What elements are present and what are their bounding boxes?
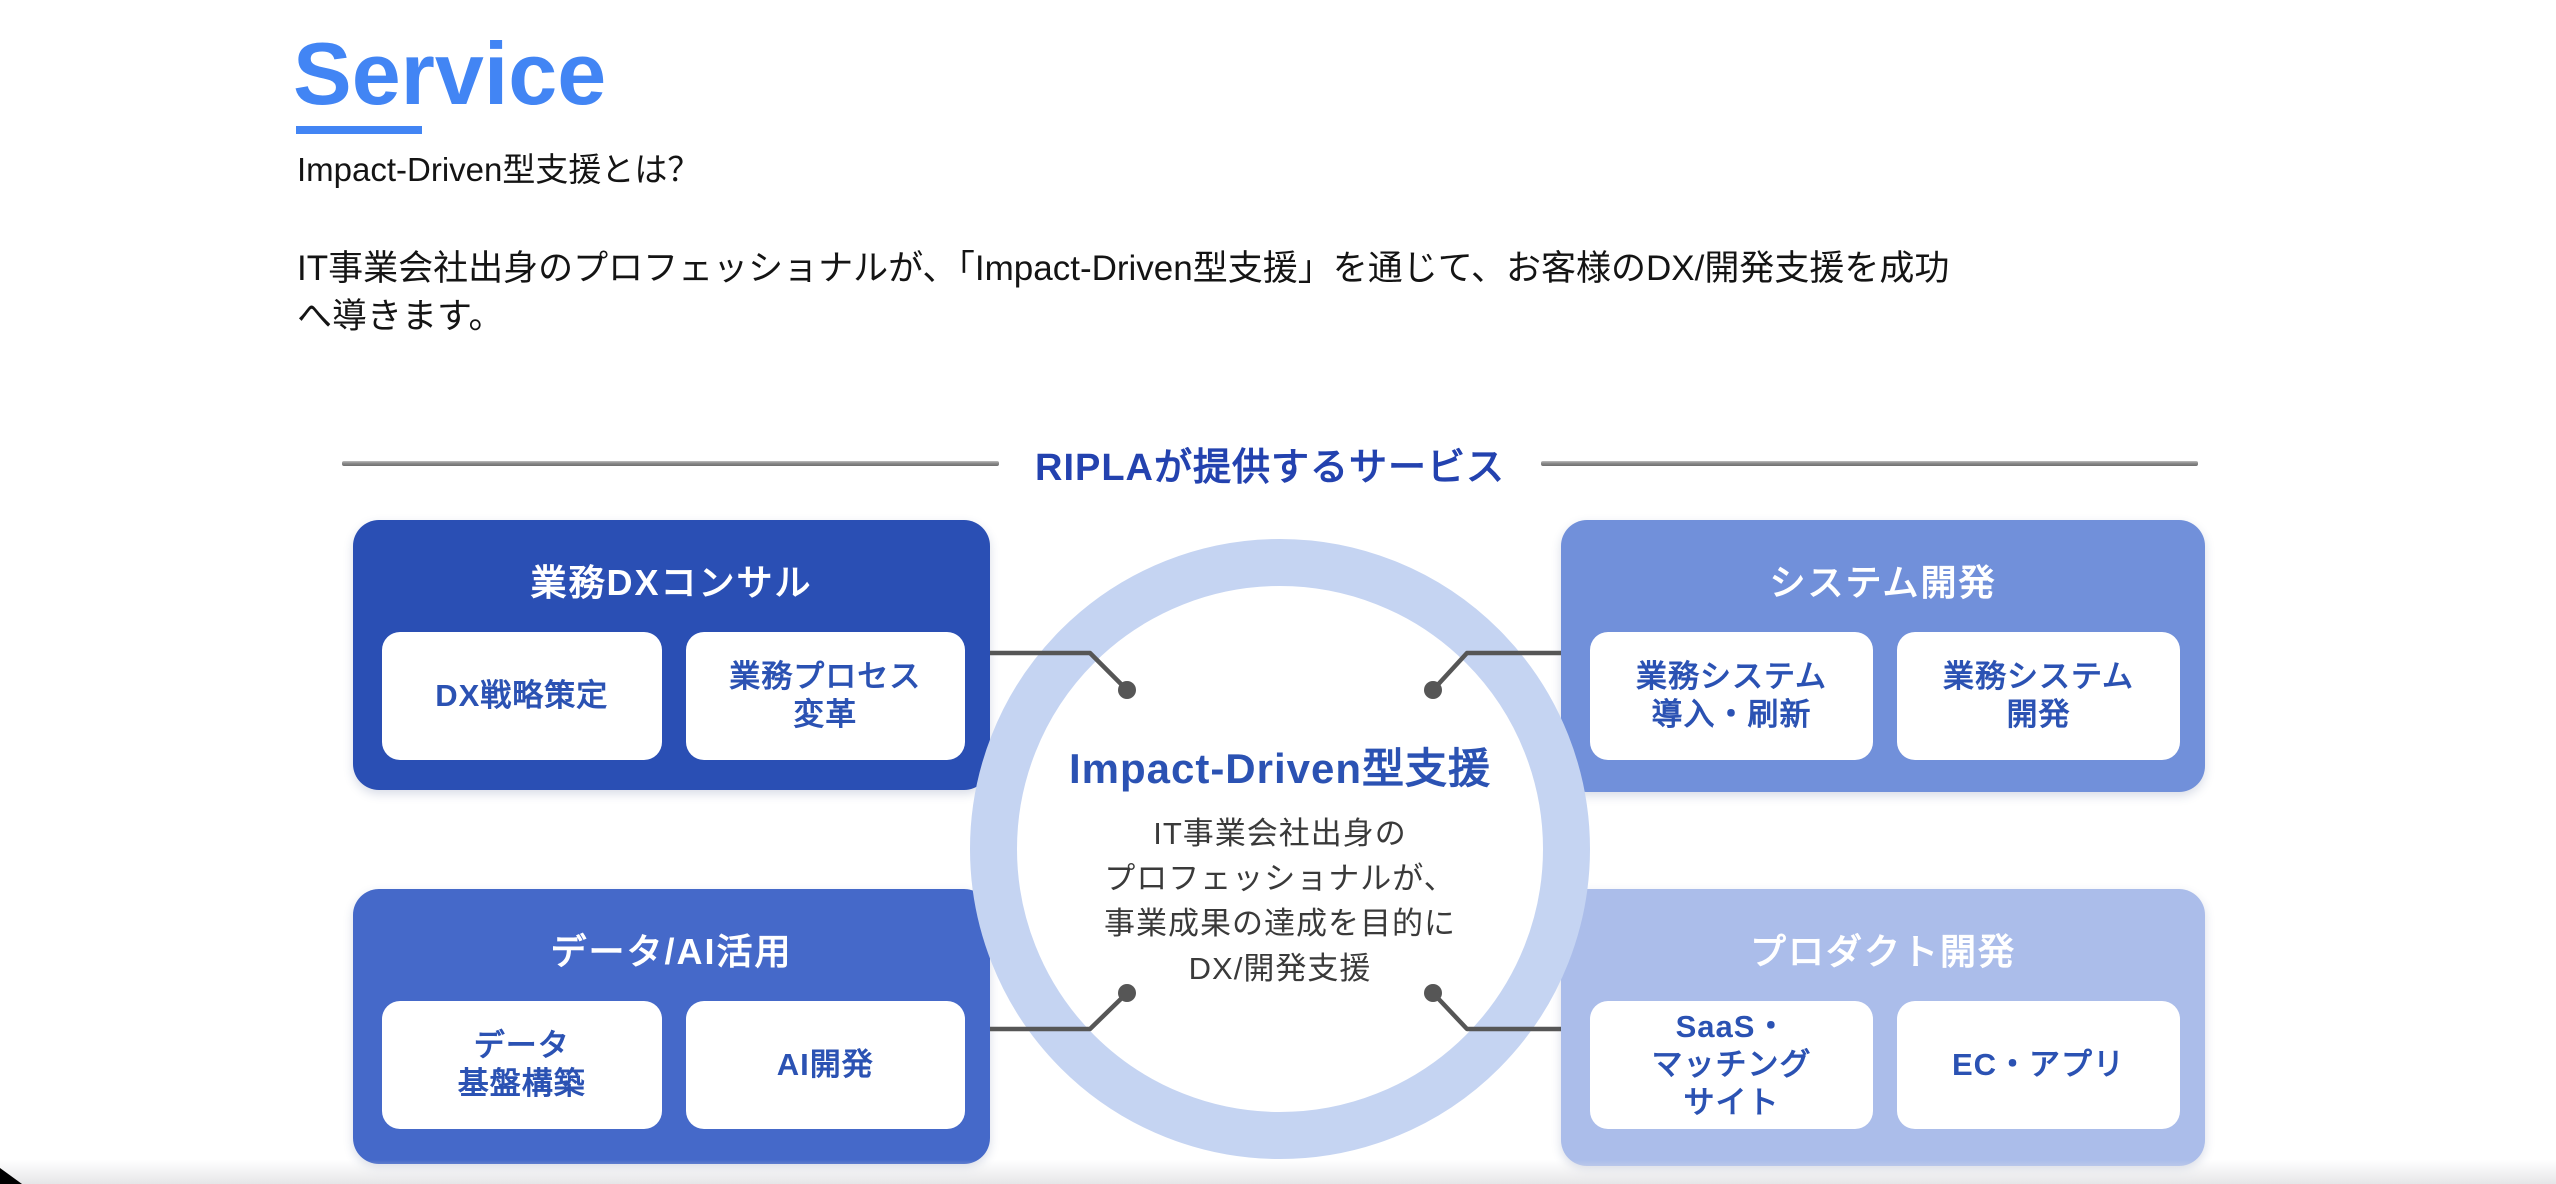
service-item: 業務システム 導入・刷新: [1590, 632, 1873, 760]
quadrant-dx-consulting: 業務DXコンサル DX戦略策定 業務プロセス 変革: [353, 520, 990, 790]
diagram-title: RIPLAが提供するサービス: [1035, 446, 1506, 489]
quadrant-items: SaaS・ マッチング サイト EC・アプリ: [1590, 1001, 2180, 1129]
intro-paragraph: IT事業会社出身のプロフェッショナルが、「Impact-Driven型支援」を通…: [297, 249, 1950, 336]
service-item: EC・アプリ: [1897, 1001, 2180, 1129]
quadrant-product-development: プロダクト開発 SaaS・ マッチング サイト EC・アプリ: [1561, 889, 2205, 1166]
service-item: AI開発: [685, 1001, 965, 1129]
left-divider-line: [342, 460, 999, 466]
section-bottom-shadow: [0, 1160, 2556, 1184]
center-title: Impact-Driven型支援: [1068, 745, 1492, 792]
quadrant-items: DX戦略策定 業務プロセス 変革: [382, 632, 965, 760]
center-description: IT事業会社出身の プロフェッショナルが、 事業成果の達成を目的に DX/開発支…: [1104, 816, 1456, 986]
quadrant-data-ai: データ/AI活用 データ 基盤構築 AI開発: [353, 889, 990, 1164]
quadrant-title: プロダクト開発: [1749, 931, 2016, 972]
title-underline: [296, 126, 422, 134]
quadrant-title: 業務DXコンサル: [530, 562, 813, 603]
quadrant-items: データ 基盤構築 AI開発: [382, 1001, 965, 1129]
center-text-block: Impact-Driven型支援 IT事業会社出身の プロフェッショナルが、 事…: [1005, 735, 1555, 992]
service-item: 業務システム 開発: [1897, 632, 2180, 760]
page-subtitle: Impact-Driven型支援とは？: [297, 151, 701, 188]
quadrant-system-development: システム開発 業務システム 導入・刷新 業務システム 開発: [1561, 520, 2205, 792]
quadrant-items: 業務システム 導入・刷新 業務システム 開発: [1590, 632, 2180, 760]
service-item: データ 基盤構築: [382, 1001, 662, 1129]
quadrant-title: データ/AI活用: [550, 931, 793, 972]
service-item: SaaS・ マッチング サイト: [1590, 1001, 1873, 1129]
right-divider-line: [1541, 460, 2199, 466]
page-title: Service: [293, 24, 607, 123]
diagram-header: RIPLAが提供するサービス: [342, 438, 2199, 489]
service-item: DX戦略策定: [382, 632, 662, 760]
service-item: 業務プロセス 変革: [685, 632, 965, 760]
quadrant-title: システム開発: [1769, 562, 1997, 603]
